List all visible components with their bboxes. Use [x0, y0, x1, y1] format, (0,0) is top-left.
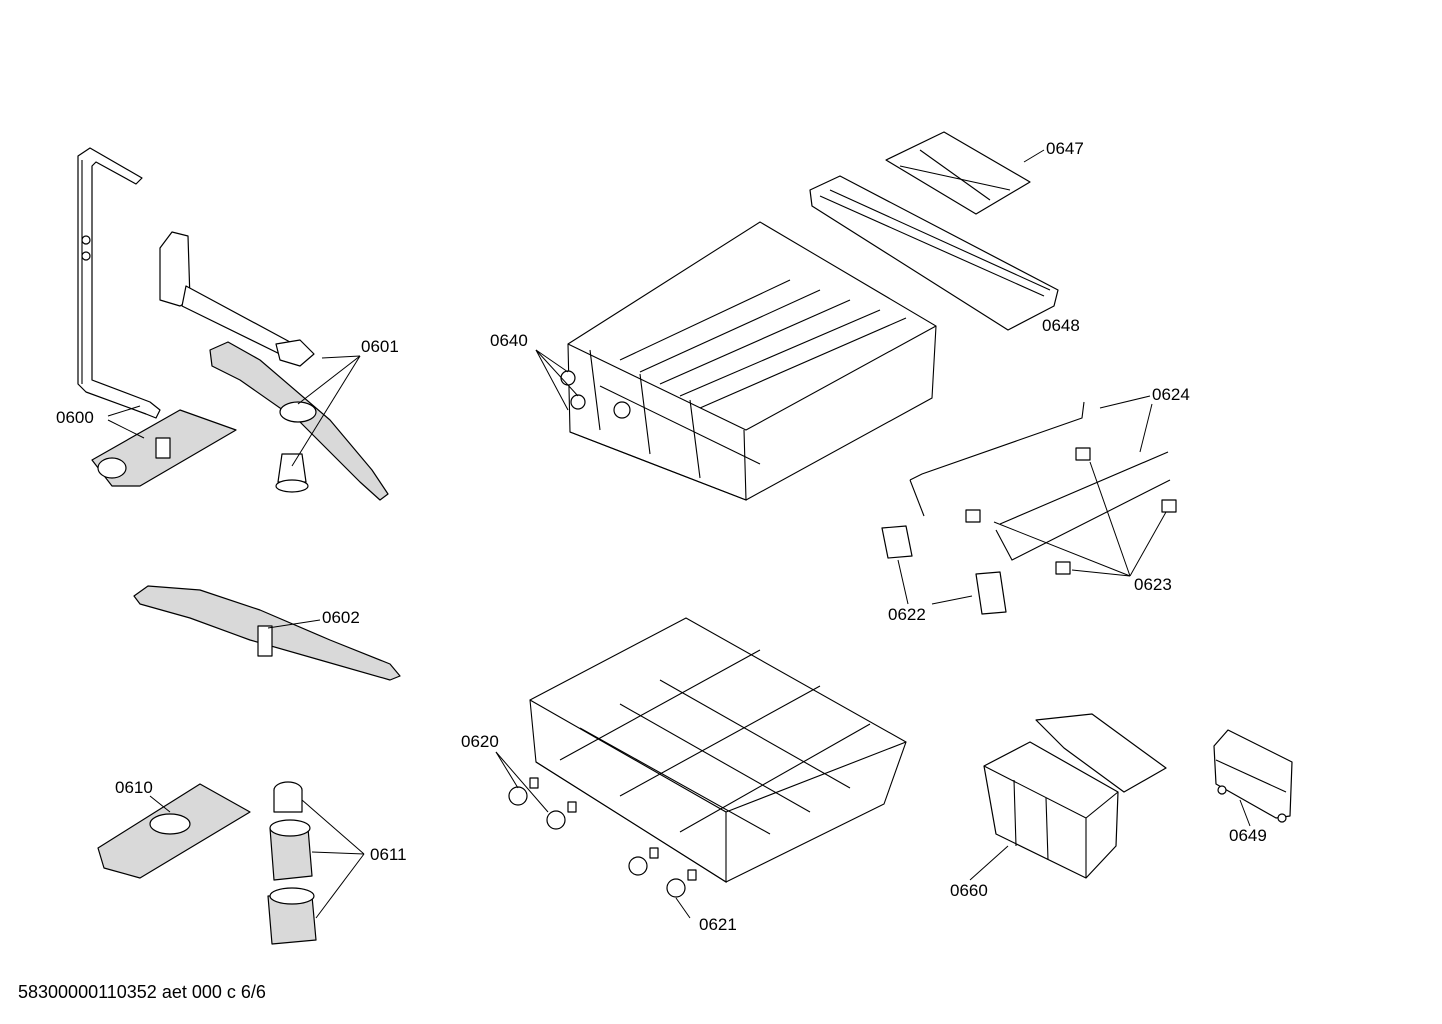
upper-arm-0601 [159, 231, 315, 367]
nut-0601 [275, 453, 309, 493]
label-0648: 0648 [1042, 316, 1080, 335]
label-0623: 0623 [1134, 575, 1172, 594]
spray-arm-0601 [209, 341, 389, 501]
wheels-0620 [508, 777, 577, 830]
document-footer: 58300000110352 aet 000 c 6/6 [18, 982, 266, 1002]
leader-lines [107, 149, 1251, 919]
holders-0622 [881, 525, 1007, 615]
lower-spray-arm-0602 [133, 585, 401, 681]
filter-stack-0611 [267, 781, 317, 945]
lower-basket [529, 617, 907, 883]
wheels-0621 [628, 847, 697, 898]
label-0601: 0601 [361, 337, 399, 356]
label-0610: 0610 [115, 778, 153, 797]
label-0600: 0600 [56, 408, 94, 427]
label-0622: 0622 [888, 605, 926, 624]
label-0624: 0624 [1152, 385, 1190, 404]
supply-pipe-0600 [77, 147, 161, 419]
label-0640: 0640 [490, 331, 528, 350]
clips-0623 [965, 447, 1177, 575]
label-0649: 0649 [1229, 826, 1267, 845]
tine-rows-0624 [909, 401, 1171, 561]
filter-plate-0610 [97, 783, 251, 879]
distributor-0600 [91, 409, 237, 487]
label-0660: 0660 [950, 881, 988, 900]
label-0602: 0602 [322, 608, 360, 627]
upper-basket-0640 [560, 221, 937, 501]
cutlery-tray-0648 [809, 175, 1059, 331]
cutlery-basket-0660 [983, 713, 1167, 879]
label-0621: 0621 [699, 915, 737, 934]
label-0647: 0647 [1046, 139, 1084, 158]
label-0611: 0611 [370, 845, 407, 864]
tray-top-0647 [885, 131, 1031, 215]
label-0620: 0620 [461, 732, 499, 751]
small-basket-0649 [1213, 729, 1293, 823]
